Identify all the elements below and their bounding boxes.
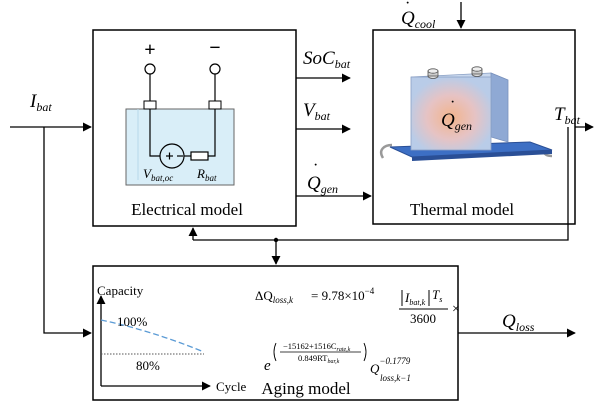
r-bat-label: Rbat [196, 166, 217, 183]
formula-numerator-t: Ts [432, 287, 442, 304]
thermal-model-title: Thermal model [410, 200, 515, 219]
resistor-icon [190, 151, 209, 161]
formula-e: e [264, 358, 271, 374]
minus-sign: − [209, 37, 220, 59]
formula-denominator: 3600 [410, 311, 436, 326]
i-bat-label: Ibat [29, 91, 52, 114]
v-oc-label: Vbat,oc [143, 166, 173, 183]
plus-terminal-icon [144, 63, 156, 75]
junction-dot [273, 237, 279, 243]
aging-model-title: Aging model [261, 379, 351, 398]
aging-model-box [92, 265, 459, 401]
q-loss-label: Qloss [502, 311, 535, 334]
electrical-model-title: Electrical model [131, 200, 243, 219]
v-bat-label: Vbat [303, 100, 331, 123]
capacity-axis-label: Capacity [97, 283, 144, 298]
formula-q-loss-prev-sub: loss,k−1 [380, 373, 411, 383]
thermal-battery-body [410, 76, 492, 151]
formula-exp-numerator: −15162+1516Crate,k [283, 341, 351, 353]
capacity-100-label: 100% [117, 314, 148, 329]
formula-q-loss-prev: Q−0.1779 [370, 356, 411, 376]
formula-lhs: ΔQloss,k [255, 288, 294, 305]
formula-numerator-i: Ibat,k [404, 290, 426, 307]
battery-circuit: + − Vbat,oc Rbat [125, 37, 235, 186]
formula-exp-denominator: 0.849RTbar,k [298, 353, 340, 365]
formula-coefficient: = 9.78×10−4 [311, 286, 375, 303]
capacity-fade-curve [100, 319, 205, 353]
capacity-80-label: 80% [136, 358, 160, 373]
cycle-axis-label: Cycle [216, 379, 247, 394]
i-bat-to-aging-arrow [43, 127, 92, 338]
plus-sign: + [144, 39, 155, 61]
thermal-q-gen-label: Qgen [441, 110, 472, 133]
t-bat-label: Tbat [554, 104, 581, 127]
q-cool-label: Qcool [401, 8, 436, 31]
feedback-line [193, 127, 569, 241]
svg-text:·: · [313, 157, 318, 174]
svg-text:·: · [450, 94, 455, 111]
aging-capacity-plot: Capacity Cycle 100% 80% [96, 283, 247, 394]
svg-text:·: · [405, 0, 410, 12]
aging-formula: ΔQloss,k = 9.78×10−4 Ibat,k Ts 3600 × e … [255, 286, 460, 383]
connections [10, 2, 594, 338]
formula-times: × [452, 302, 460, 317]
q-gen-label: Qgen [307, 173, 338, 196]
soc-bat-label: SoCbat [303, 48, 351, 71]
minus-terminal-icon [209, 63, 221, 75]
thermal-battery-illustration: Qgen · [379, 66, 553, 161]
